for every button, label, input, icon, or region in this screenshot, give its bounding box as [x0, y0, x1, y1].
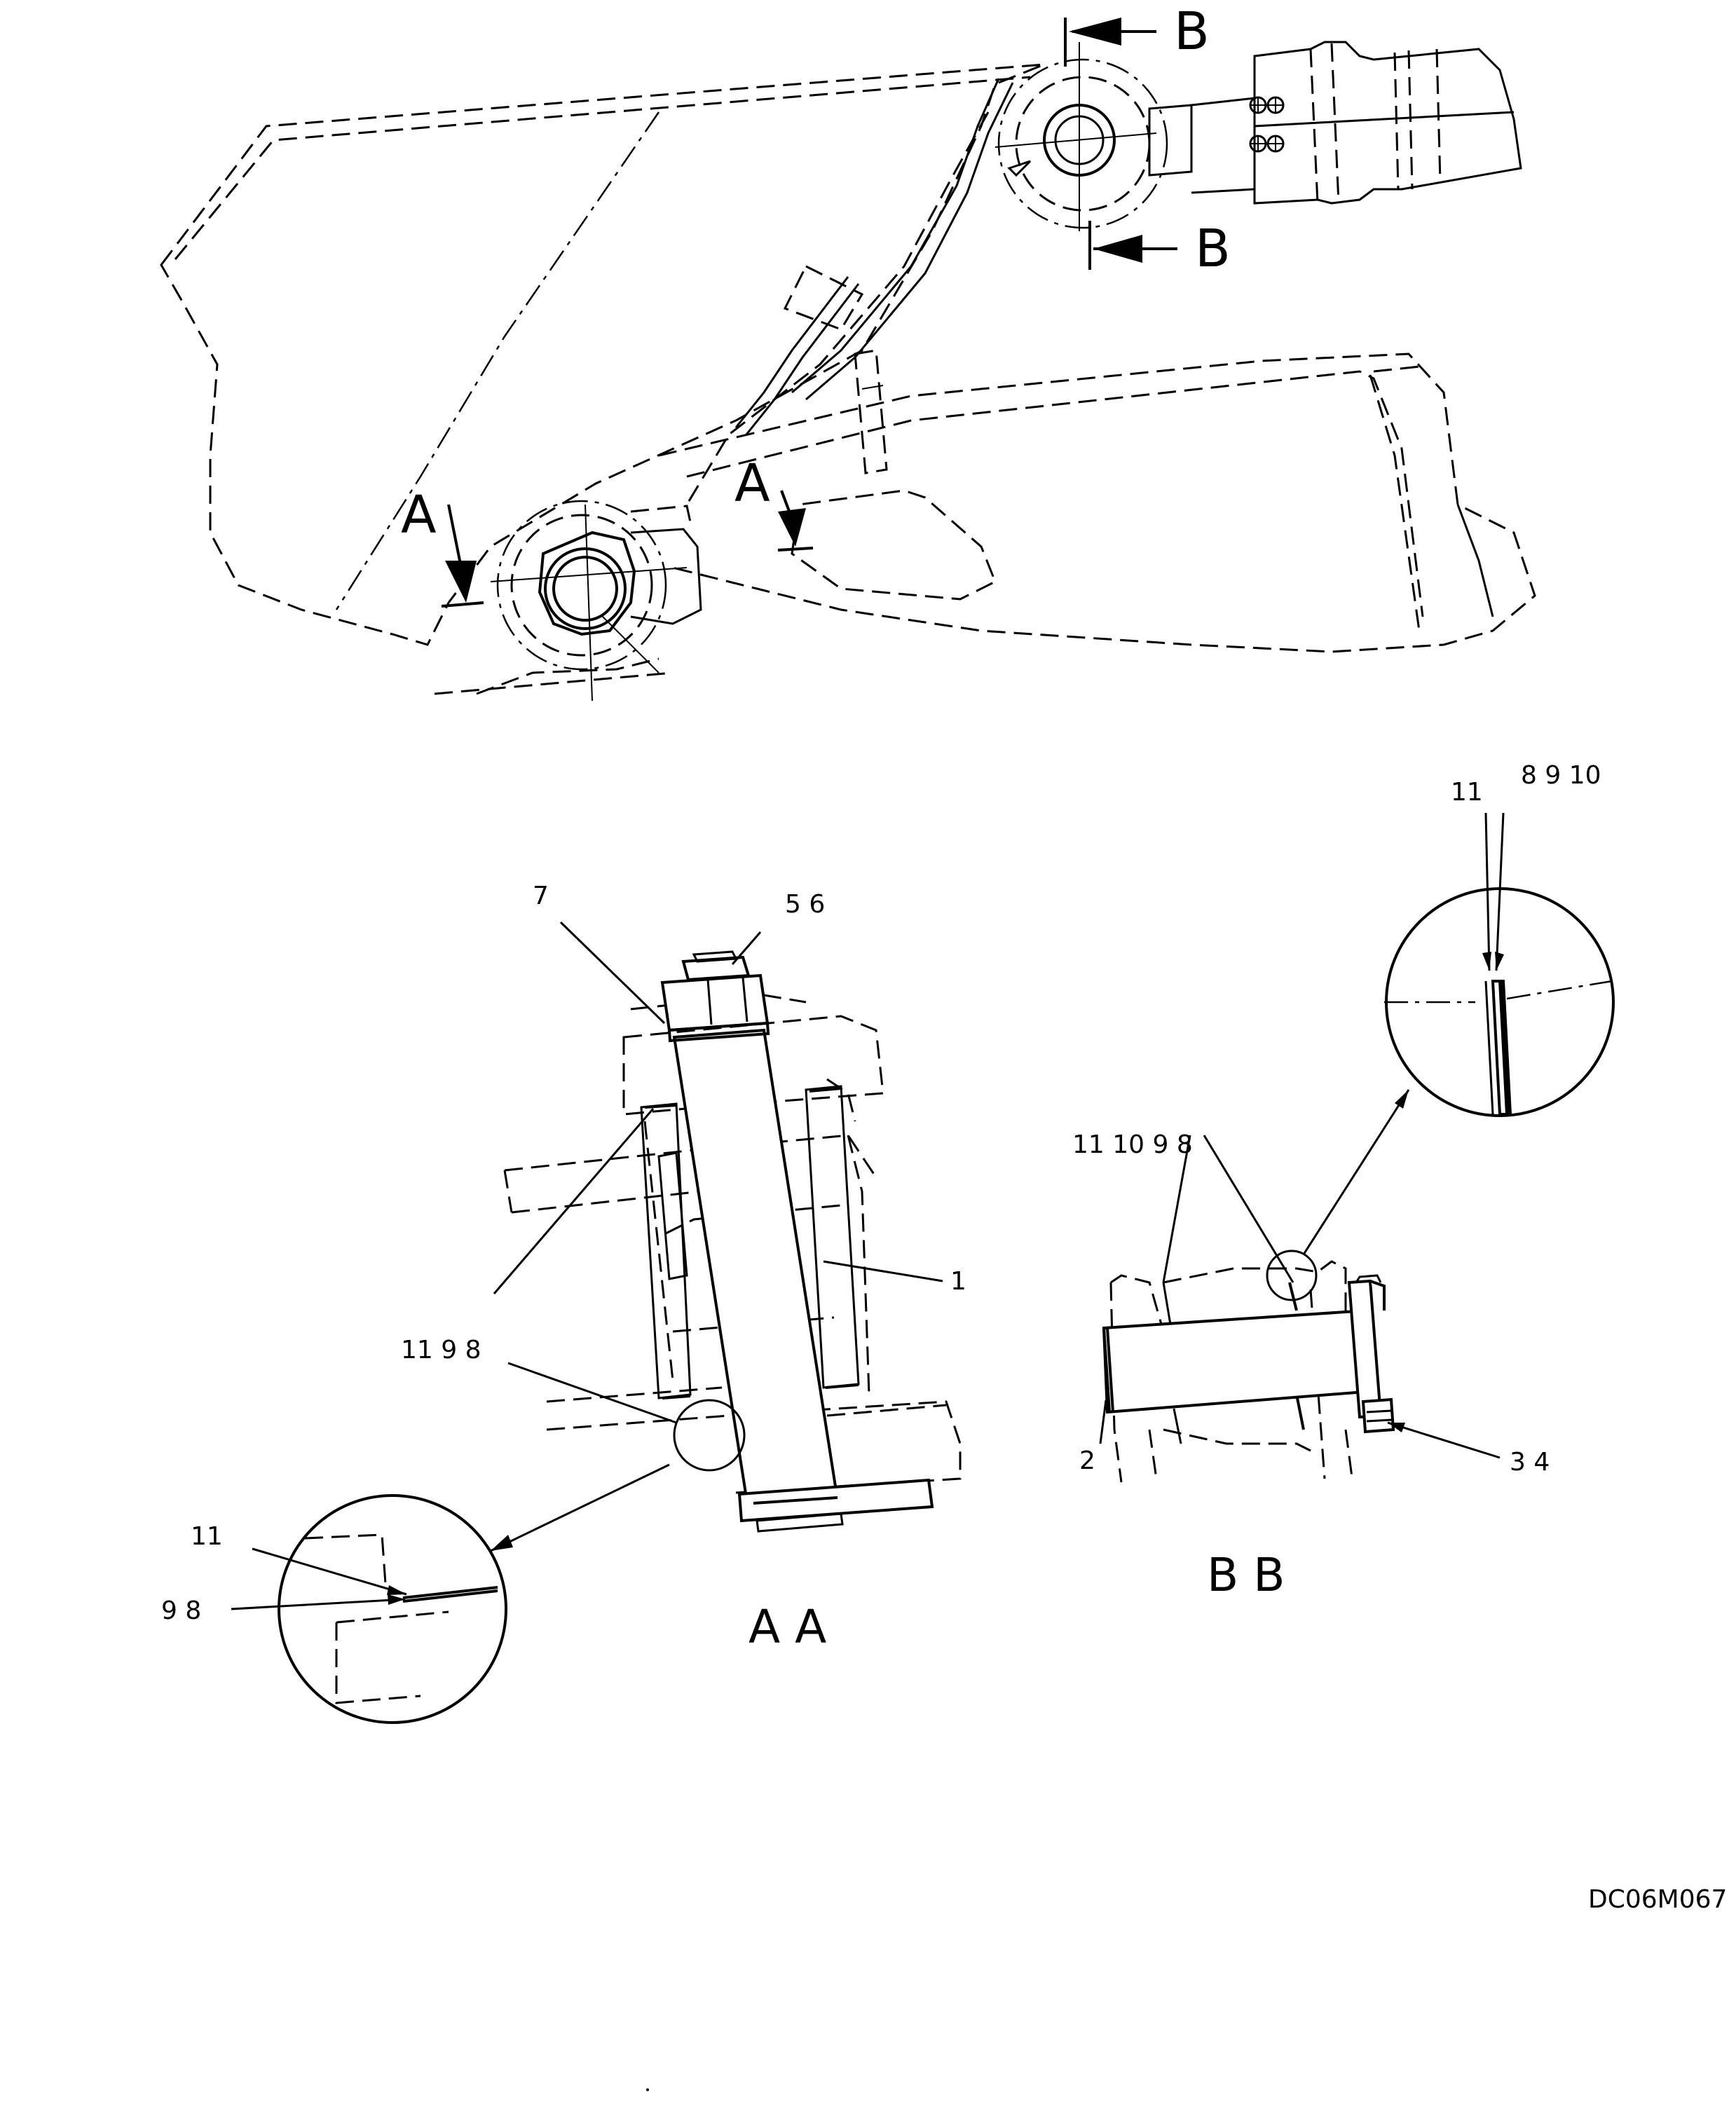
- callout-5-6: 5 6: [785, 890, 825, 919]
- section-aa-view: [503, 950, 962, 1533]
- callout-11-10-9-8: 11 10 9 8: [1072, 1130, 1193, 1159]
- callout-11-bb: 11: [1451, 778, 1483, 807]
- aa-leaders: [490, 921, 943, 1552]
- section-marker-a-right: A: [734, 453, 770, 514]
- drawing-code: DC06M067: [1588, 1885, 1727, 1914]
- section-arrows-a: A A: [401, 453, 814, 608]
- aa-detail-circle: [231, 1494, 507, 1724]
- callout-8-9-10: 8 9 10: [1521, 761, 1601, 790]
- section-marker-b-top: B: [1174, 1, 1210, 62]
- view-title-aa: A A: [749, 1600, 826, 1654]
- bb-labels: 11 8 9 10 11 10 9 8 2 3 4 B B: [1072, 761, 1601, 1602]
- bb-leaders: [1099, 812, 1505, 1459]
- callout-7: 7: [533, 882, 549, 910]
- section-arrows-b: B B: [1064, 1, 1231, 279]
- callout-1: 1: [950, 1267, 966, 1296]
- aa-labels: 7 5 6 1 11 9 8 11 9 8 A A: [161, 882, 966, 1654]
- callout-11-9-8: 11 9 8: [401, 1336, 481, 1364]
- detail-callout-11: 11: [191, 1522, 223, 1551]
- section-marker-b-bottom: B: [1195, 219, 1231, 279]
- boom-assembly-view: [160, 41, 1536, 702]
- section-marker-a-left: A: [401, 485, 437, 545]
- section-bb-view: [1102, 1250, 1395, 1483]
- detail-callout-9-8: 9 8: [161, 1596, 201, 1625]
- view-title-bb: B B: [1207, 1548, 1285, 1602]
- bb-detail-circle: [1384, 887, 1615, 1117]
- callout-2: 2: [1079, 1446, 1095, 1475]
- callout-3-4: 3 4: [1510, 1448, 1550, 1477]
